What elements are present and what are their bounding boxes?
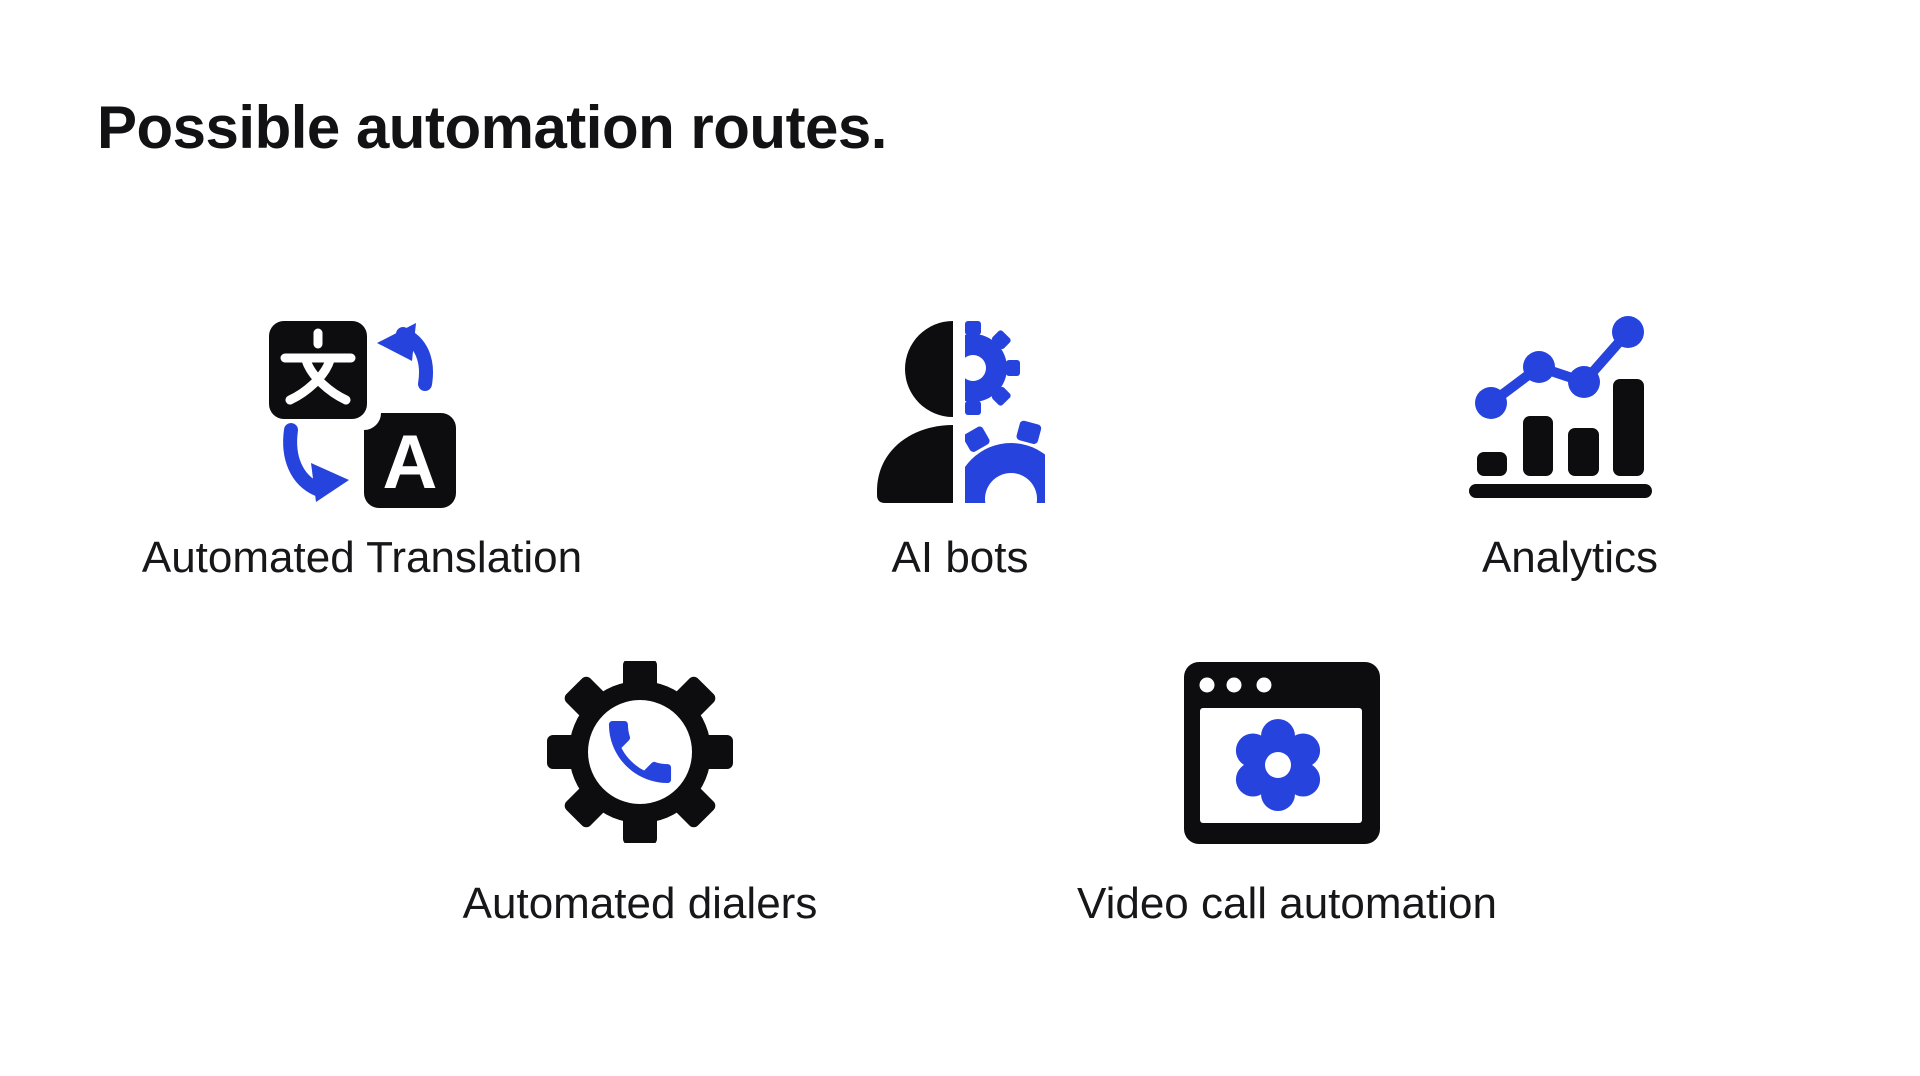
window-dots bbox=[1199, 677, 1272, 693]
route-analytics: Analytics bbox=[1320, 316, 1820, 616]
gear-phone-icon bbox=[546, 661, 734, 843]
phone-handset-glyph bbox=[608, 720, 672, 784]
latin-letter-a: A bbox=[383, 420, 438, 505]
route-video-call-automation: Video call automation bbox=[1037, 660, 1537, 960]
route-automated-translation: A Automated Translation bbox=[112, 316, 612, 616]
human-robot-gears-icon bbox=[873, 321, 1045, 503]
route-label: Analytics bbox=[1481, 533, 1659, 582]
route-ai-bots: AI bots bbox=[710, 316, 1210, 616]
route-label: AI bots bbox=[891, 533, 1029, 582]
route-label: Video call automation bbox=[1077, 879, 1497, 928]
browser-window-gear-icon bbox=[1184, 662, 1380, 844]
page-title: Possible automation routes. bbox=[97, 94, 887, 161]
route-label: Automated Translation bbox=[141, 533, 583, 582]
translation-icon: A bbox=[269, 318, 456, 508]
chinese-character-wen bbox=[280, 328, 356, 405]
bar-chart-trend-icon bbox=[1469, 316, 1652, 498]
route-automated-dialers: Automated dialers bbox=[390, 660, 890, 960]
route-label: Automated dialers bbox=[462, 879, 818, 928]
